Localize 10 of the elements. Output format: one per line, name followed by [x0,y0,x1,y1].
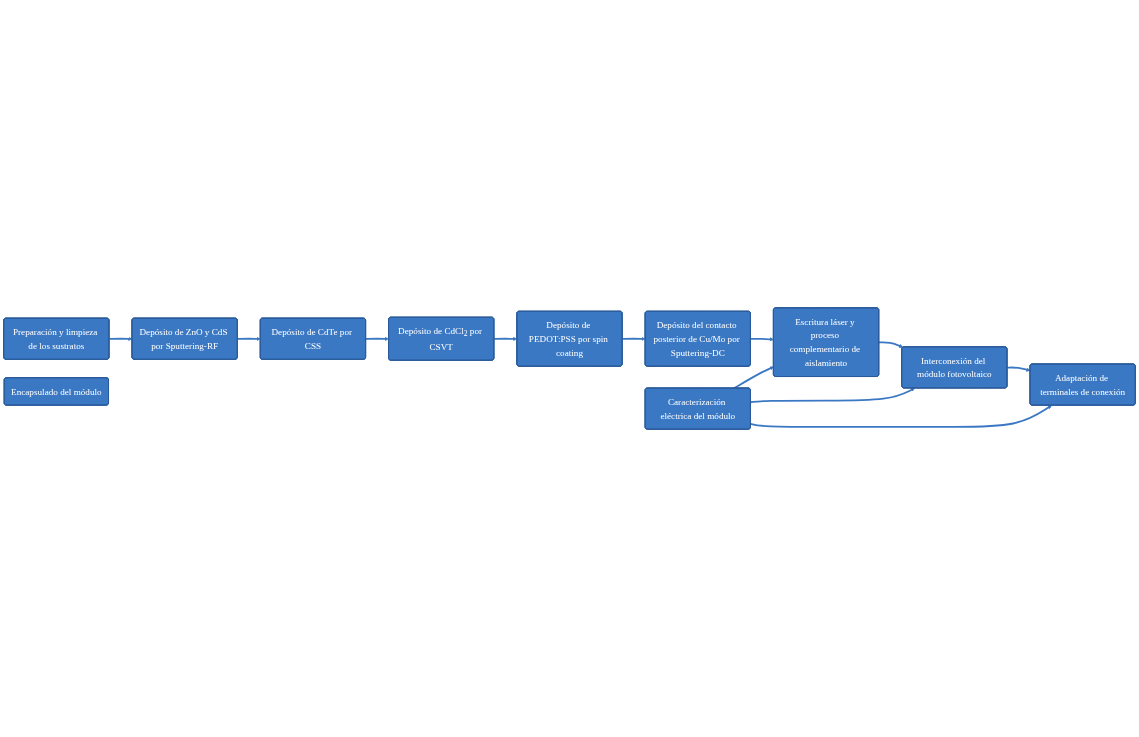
arrow [621,336,646,341]
arrow [1006,366,1031,372]
arrow [108,336,133,341]
arrow [749,405,1052,428]
arrow [749,337,774,342]
arrow [493,336,518,341]
arrow [749,388,915,404]
arrow [878,341,904,348]
arrow [236,336,261,341]
arrow [364,336,389,341]
